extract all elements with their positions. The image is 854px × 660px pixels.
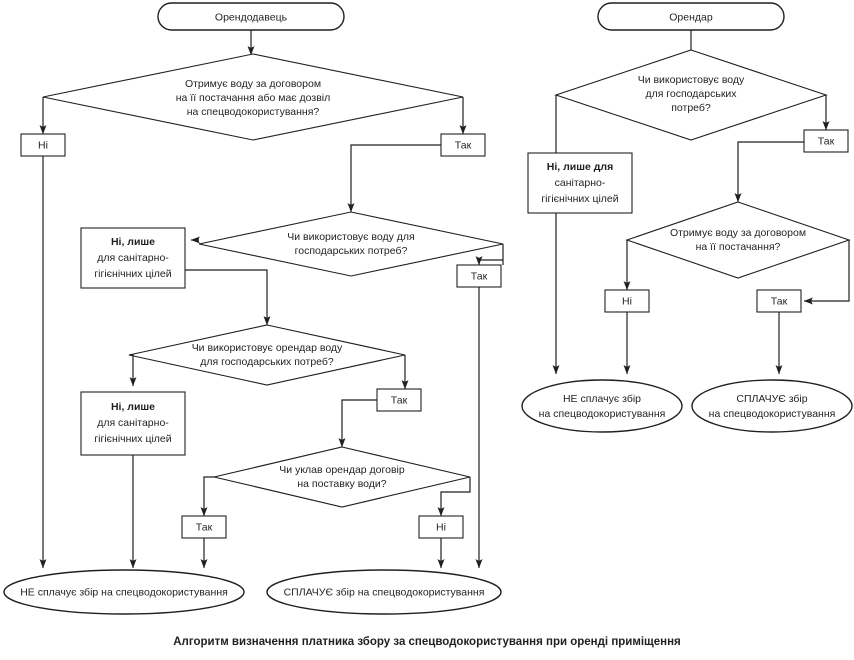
right-label-no-2: Ні bbox=[622, 295, 632, 307]
right-decision-2 bbox=[625, 201, 851, 279]
right-note-1-box bbox=[527, 152, 633, 214]
left-decision-3 bbox=[128, 324, 406, 386]
left-decision-4-line2: на поставку води? bbox=[297, 478, 386, 490]
right-label-yes-1: Так bbox=[818, 135, 835, 147]
left-conn-d4-no bbox=[437, 477, 471, 517]
right-label-yes-2: Так bbox=[771, 295, 788, 307]
left-outcome-pay-label: СПЛАЧУЄ збір на спецводокористування bbox=[284, 586, 485, 598]
left-label-no-1: Ні bbox=[38, 139, 48, 151]
right-outcome-not-pay bbox=[521, 379, 683, 433]
right-note-1-line2: санітарно- bbox=[555, 177, 606, 189]
left-note-1-box bbox=[80, 227, 186, 289]
left-outcome-not-pay-label: НЕ сплачує збір на спецводокористування bbox=[20, 586, 228, 598]
right-decision-1-line2: для господарських bbox=[645, 88, 737, 100]
right-decision-2-line1: Отримує воду за договором bbox=[670, 227, 806, 239]
left-note-1-line1: Ні, лише bbox=[111, 236, 155, 248]
left-outcome-pay bbox=[266, 569, 502, 615]
left-conn-d2-yes-b bbox=[475, 256, 503, 266]
left-decision-3-line1: Чи використовує орендар воду bbox=[192, 342, 343, 354]
right-note-1-line1: Ні, лише для bbox=[547, 161, 613, 173]
left-decision-1-line3: на спецводокористування? bbox=[187, 106, 320, 118]
right-outcome-not-pay-line2: на спецводокористування bbox=[539, 408, 666, 420]
right-note-1-line3: гігієнічних цілей bbox=[541, 193, 618, 205]
right-decision-1-line1: Чи використовує воду bbox=[638, 74, 745, 86]
left-decision-1-line2: на її постачання або має дозвіл bbox=[176, 92, 331, 104]
left-label-yes-2: Так bbox=[471, 270, 488, 282]
left-label-yes-1: Так bbox=[455, 139, 472, 151]
left-conn-yes1-d2 bbox=[347, 144, 441, 213]
left-label-yes-3: Так bbox=[391, 394, 408, 406]
left-decision-1-line1: Отримує воду за договором bbox=[185, 78, 321, 90]
right-outcome-pay bbox=[691, 379, 853, 433]
left-outcome-not-pay bbox=[3, 569, 245, 615]
right-conn-yes1-d2 bbox=[734, 141, 804, 203]
left-note-1-line2: для санітарно- bbox=[97, 252, 169, 264]
right-conn-d2-yes bbox=[803, 240, 850, 305]
left-conn-d3-note2 bbox=[129, 354, 137, 387]
left-decision-4-line1: Чи уклав орендар договір bbox=[279, 464, 405, 476]
diagram-caption: Алгоритм визначення платника збору за сп… bbox=[173, 636, 681, 648]
left-note-1-line3: гігієнічних цілей bbox=[94, 268, 171, 280]
left-conn-note1-d3 bbox=[185, 269, 271, 326]
right-start-label: Орендар bbox=[669, 11, 713, 23]
left-start-label: Орендодавець bbox=[215, 11, 288, 23]
right-outcome-pay-line1: СПЛАЧУЄ збір bbox=[736, 393, 807, 405]
right-label-yes-1-box bbox=[803, 129, 849, 153]
left-decision-3-line2: для господарських потреб? bbox=[200, 356, 334, 368]
right-decision-2-line2: на її постачання? bbox=[696, 241, 781, 253]
right-decision-1 bbox=[554, 49, 828, 141]
left-note-2-line2: для санітарно- bbox=[97, 417, 169, 429]
left-decision-2-line2: господарських потреб? bbox=[295, 245, 408, 257]
left-decision-2 bbox=[198, 211, 504, 277]
left-note-2-box bbox=[80, 391, 186, 456]
left-conn-yes3-d4 bbox=[338, 399, 377, 448]
left-label-yes-4: Так bbox=[196, 521, 213, 533]
right-decision-1-line3: потреб? bbox=[671, 102, 711, 114]
left-decision-1 bbox=[42, 53, 464, 141]
left-note-2-line3: гігієнічних цілей bbox=[94, 433, 171, 445]
left-note-2-line1: Ні, лише bbox=[111, 401, 155, 413]
right-outcome-pay-line2: на спецводокористування bbox=[709, 408, 836, 420]
left-decision-4 bbox=[213, 446, 471, 508]
left-label-no-4: Ні bbox=[436, 521, 446, 533]
left-conn-d4-yes bbox=[200, 476, 214, 517]
right-outcome-not-pay-line1: НЕ сплачує збір bbox=[563, 393, 641, 405]
left-decision-2-line1: Чи використовує воду для bbox=[287, 231, 414, 243]
